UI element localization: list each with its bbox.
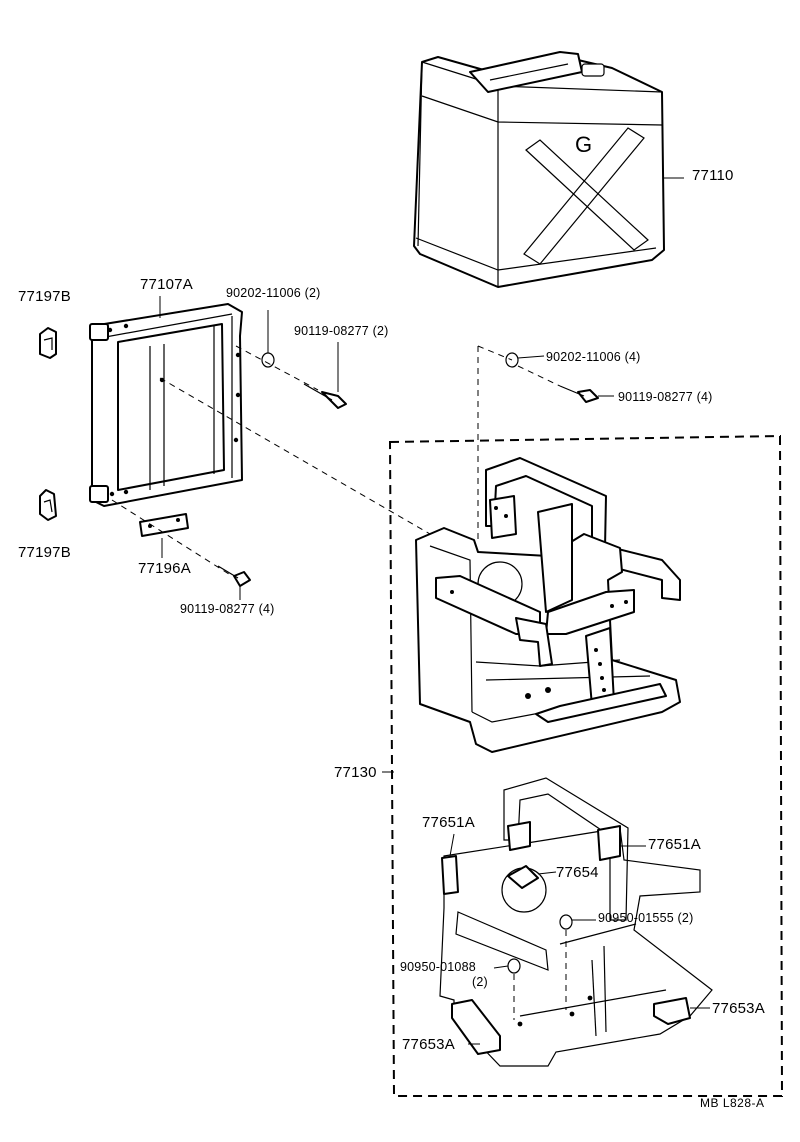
mounting-bracket[interactable] [89,296,243,507]
pad-right[interactable] [653,997,710,1025]
can-emboss-letter: G [575,132,592,157]
clip-right[interactable] [597,825,646,861]
label-nut-left: 90202-11006 (2) [226,286,321,300]
diagram-reference: MB L828-A [700,1096,765,1110]
bolt-left-top[interactable] [303,342,347,409]
plug-right[interactable] [559,914,596,1010]
label-77196a: 77196A [138,560,191,577]
fuel-can[interactable]: G [413,51,684,288]
label-77654: 77654 [556,864,599,881]
label-77653a-right: 77653A [712,1000,765,1017]
label-77110: 77110 [692,167,734,184]
label-bolt-left-bottom: 90119-08277 (4) [180,602,275,616]
label-77653a-left: 77653A [402,1036,455,1053]
label-77651a-left: 77651A [422,814,475,831]
grommet[interactable] [507,865,557,889]
label-77107a: 77107A [140,276,193,293]
nut-left[interactable] [261,310,275,368]
label-plug-left: 90950-01088 [400,960,476,974]
label-77651a-right: 77651A [648,836,701,853]
label-plug-left-qty: (2) [472,975,488,989]
clip-top[interactable] [507,821,531,851]
label-nut-right: 90202-11006 (4) [546,350,641,364]
assembly-line [517,365,561,387]
spacer-plate[interactable] [139,513,189,558]
bolt-left-bottom[interactable] [217,565,251,600]
label-77197b-bottom: 77197B [18,544,71,561]
label-bolt-right: 90119-08277 (4) [618,390,713,404]
clip-left[interactable] [441,833,459,895]
bolt-right[interactable] [559,385,614,403]
can-carrier[interactable] [415,457,681,753]
assembly-line [235,345,319,391]
assembly-outline [388,434,784,1097]
pad-left[interactable] [451,999,501,1055]
label-77130: 77130 [334,764,377,781]
assembly-line [111,499,233,577]
label-bolt-left-top: 90119-08277 (2) [294,324,389,338]
assembly-line [159,377,431,535]
label-plug-right: 90950-01555 (2) [598,911,694,925]
cushion-bottom[interactable] [39,489,57,521]
label-77197b-top: 77197B [18,288,71,305]
plug-left[interactable] [493,958,521,1020]
cushion-top[interactable] [39,327,57,359]
